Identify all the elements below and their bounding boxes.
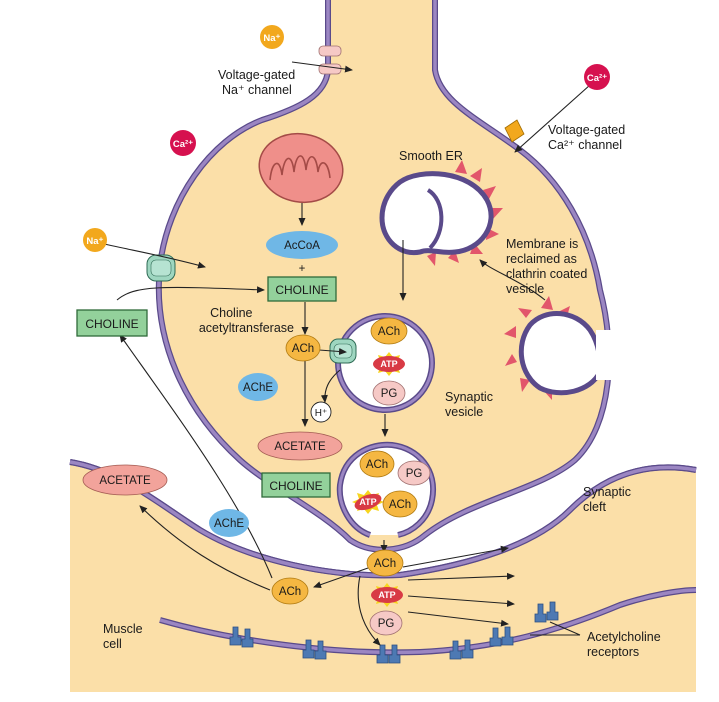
svg-text:AChE: AChE bbox=[243, 382, 273, 394]
ach-vesicle-upper: ACh bbox=[370, 317, 408, 345]
svg-text:ATP: ATP bbox=[359, 497, 376, 507]
ca-ion-right: Ca²⁺ bbox=[584, 64, 610, 90]
label-smooth-er: Smooth ER bbox=[399, 149, 463, 163]
mitochondrion bbox=[258, 132, 344, 204]
clathrin-coated-pit bbox=[504, 296, 614, 400]
svg-text:CHOLINE: CHOLINE bbox=[275, 283, 328, 297]
svg-text:AcCoA: AcCoA bbox=[284, 240, 320, 252]
svg-text:PG: PG bbox=[406, 468, 423, 480]
label-synaptic-cleft: Synaptic cleft bbox=[583, 485, 634, 514]
svg-text:PG: PG bbox=[378, 618, 395, 630]
muscle-cell-membrane-top-inner bbox=[69, 460, 697, 578]
label-synaptic-vesicle: Synaptic vesicle bbox=[445, 390, 496, 419]
ach-released: ACh bbox=[366, 549, 404, 577]
svg-text:ACETATE: ACETATE bbox=[99, 475, 151, 487]
svg-text:CHOLINE: CHOLINE bbox=[85, 317, 138, 331]
ach-receptor bbox=[489, 626, 514, 647]
svg-text:H⁺: H⁺ bbox=[315, 408, 328, 419]
svg-text:ACh: ACh bbox=[378, 326, 400, 338]
pathway-arrows bbox=[99, 61, 591, 646]
choline-box-center: CHOLINE bbox=[267, 276, 337, 302]
acetate-left: ACETATE bbox=[82, 464, 168, 496]
atp-vesicle-upper: ATP bbox=[373, 352, 405, 376]
ache-cytoplasm: AChE bbox=[238, 373, 278, 401]
ach-cleft-left: ACh bbox=[271, 577, 309, 605]
label-na-channel: Voltage-gated Na⁺ channel bbox=[218, 68, 299, 97]
ach-receptor bbox=[229, 626, 254, 648]
na-ion-top: Na⁺ bbox=[260, 25, 284, 49]
postsynaptic-membrane-inner bbox=[159, 588, 697, 655]
h-ion: H⁺ bbox=[310, 401, 332, 423]
acetylcholine-receptors-group bbox=[229, 601, 559, 664]
label-muscle-cell: Muscle cell bbox=[103, 622, 146, 651]
svg-text:ATP: ATP bbox=[378, 590, 395, 600]
ach-receptor bbox=[534, 601, 559, 623]
plus-sign: + bbox=[299, 263, 306, 275]
label-membrane-reclaimed: Membrane is reclaimed as clathrin coated… bbox=[506, 237, 591, 296]
pg-fusing: PG bbox=[397, 460, 431, 486]
voltage-gated-na-channel bbox=[318, 45, 342, 75]
accoa-molecule: AcCoA bbox=[266, 231, 338, 259]
ach-receptor bbox=[449, 639, 474, 660]
svg-text:Ca²⁺: Ca²⁺ bbox=[587, 73, 607, 84]
svg-text:ACh: ACh bbox=[389, 499, 411, 511]
label-acetylcholine-receptors: Acetylcholine receptors bbox=[587, 630, 664, 659]
svg-text:ACh: ACh bbox=[366, 459, 388, 471]
svg-text:Ca²⁺: Ca²⁺ bbox=[173, 139, 193, 150]
ach-receptor bbox=[302, 639, 327, 660]
svg-text:CHOLINE: CHOLINE bbox=[269, 479, 322, 493]
ach-fusing-2: ACh bbox=[382, 490, 418, 518]
choline-box-lower: CHOLINE bbox=[261, 472, 331, 498]
na-ion-left: Na⁺ bbox=[83, 228, 107, 252]
atp-fusing: ATP bbox=[352, 490, 384, 514]
ach-fusing-1: ACh bbox=[359, 450, 395, 478]
choline-box-left: CHOLINE bbox=[76, 309, 148, 337]
atp-released: ATP bbox=[371, 583, 403, 607]
pg-released: PG bbox=[369, 610, 403, 636]
acetate-cytoplasm: ACETATE bbox=[257, 431, 343, 461]
label-ca-channel: Voltage-gated Ca²⁺ channel bbox=[548, 123, 629, 152]
svg-text:ATP: ATP bbox=[380, 359, 397, 369]
label-choline-acetyltransferase: Choline acetyltransferase bbox=[199, 306, 294, 335]
voltage-gated-ca-channel bbox=[504, 119, 525, 143]
svg-text:ACh: ACh bbox=[374, 558, 396, 570]
pg-vesicle-upper: PG bbox=[372, 380, 406, 406]
nerve-terminal-membrane-inner bbox=[157, 0, 611, 552]
svg-text:Na⁺: Na⁺ bbox=[263, 33, 280, 44]
svg-text:ACh: ACh bbox=[292, 343, 314, 355]
smooth-er-clathrin bbox=[379, 160, 503, 266]
svg-text:ACh: ACh bbox=[279, 586, 301, 598]
svg-text:ACETATE: ACETATE bbox=[274, 441, 326, 453]
svg-text:PG: PG bbox=[381, 388, 398, 400]
ach-receptor bbox=[376, 644, 401, 664]
ache-cleft: AChE bbox=[209, 509, 249, 537]
ach-cytoplasm: ACh bbox=[285, 334, 321, 362]
ca-ion-left: Ca²⁺ bbox=[170, 130, 196, 156]
extracellular-space bbox=[70, 0, 696, 576]
svg-text:Na⁺: Na⁺ bbox=[86, 236, 103, 247]
svg-text:AChE: AChE bbox=[214, 518, 244, 530]
choline-na-symporter bbox=[146, 254, 176, 282]
